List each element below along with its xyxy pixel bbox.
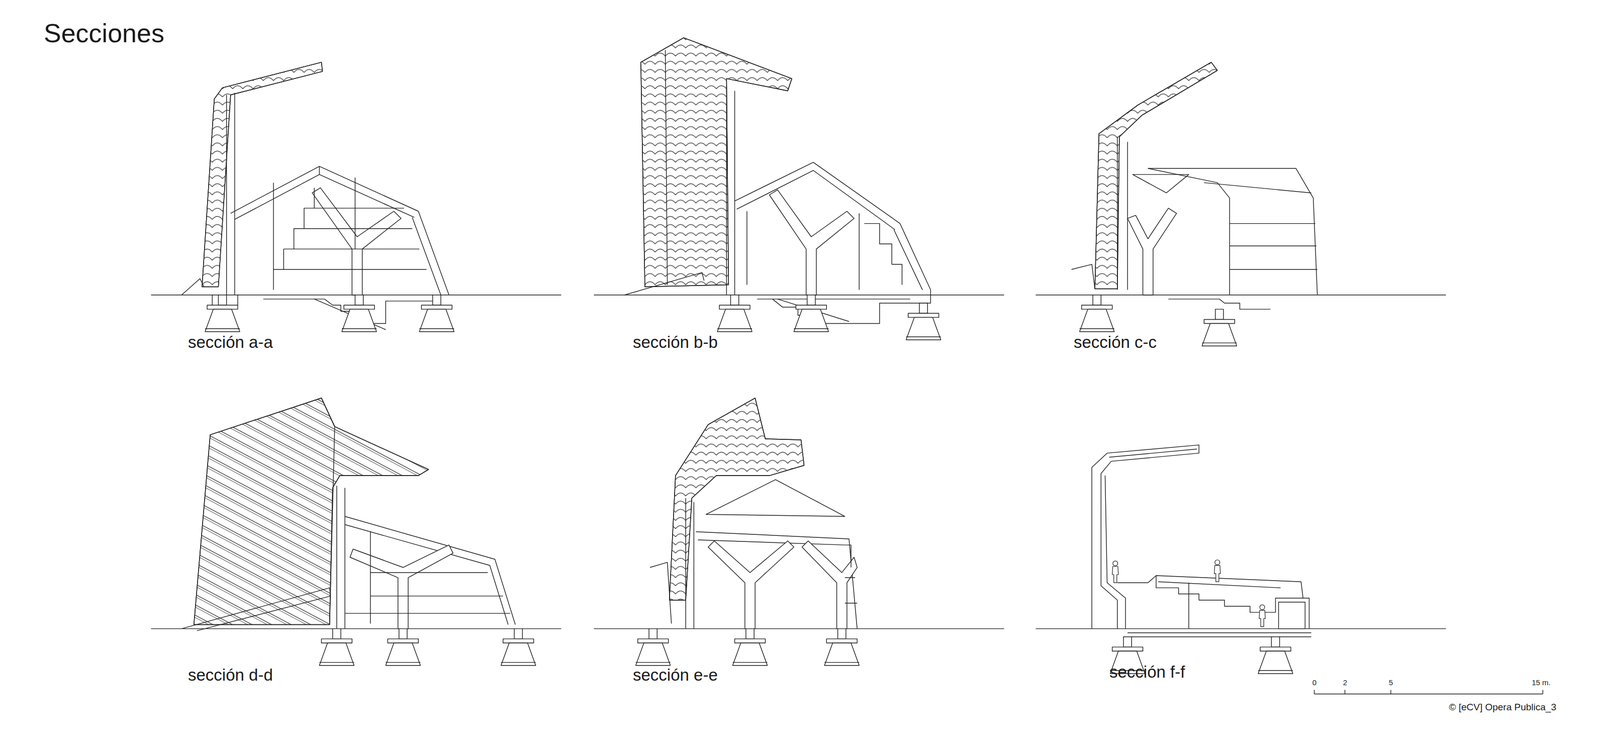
section-a xyxy=(181,62,454,332)
scale-bar xyxy=(1314,689,1544,694)
section-label: sección d-d xyxy=(187,666,273,684)
section-c xyxy=(1071,62,1317,346)
scale-number: 2 xyxy=(1343,678,1348,687)
section-b xyxy=(624,37,941,340)
scale-number: 5 xyxy=(1388,678,1393,687)
scale-number: 15 m. xyxy=(1531,678,1551,687)
section-label: sección b-b xyxy=(632,333,718,351)
section-label: sección f-f xyxy=(1109,663,1185,681)
section-label: sección e-e xyxy=(632,666,718,684)
scale-number: 0 xyxy=(1312,678,1317,687)
ground-line xyxy=(150,295,1446,629)
section-label: sección a-a xyxy=(187,333,273,351)
section-f xyxy=(1091,444,1311,674)
copyright-note: © [eCV] Opera Publica_3 xyxy=(1448,702,1557,712)
page-title: Secciones xyxy=(43,20,165,47)
section-d xyxy=(181,398,536,666)
section-e xyxy=(635,398,860,666)
section-label: sección c-c xyxy=(1073,333,1157,351)
